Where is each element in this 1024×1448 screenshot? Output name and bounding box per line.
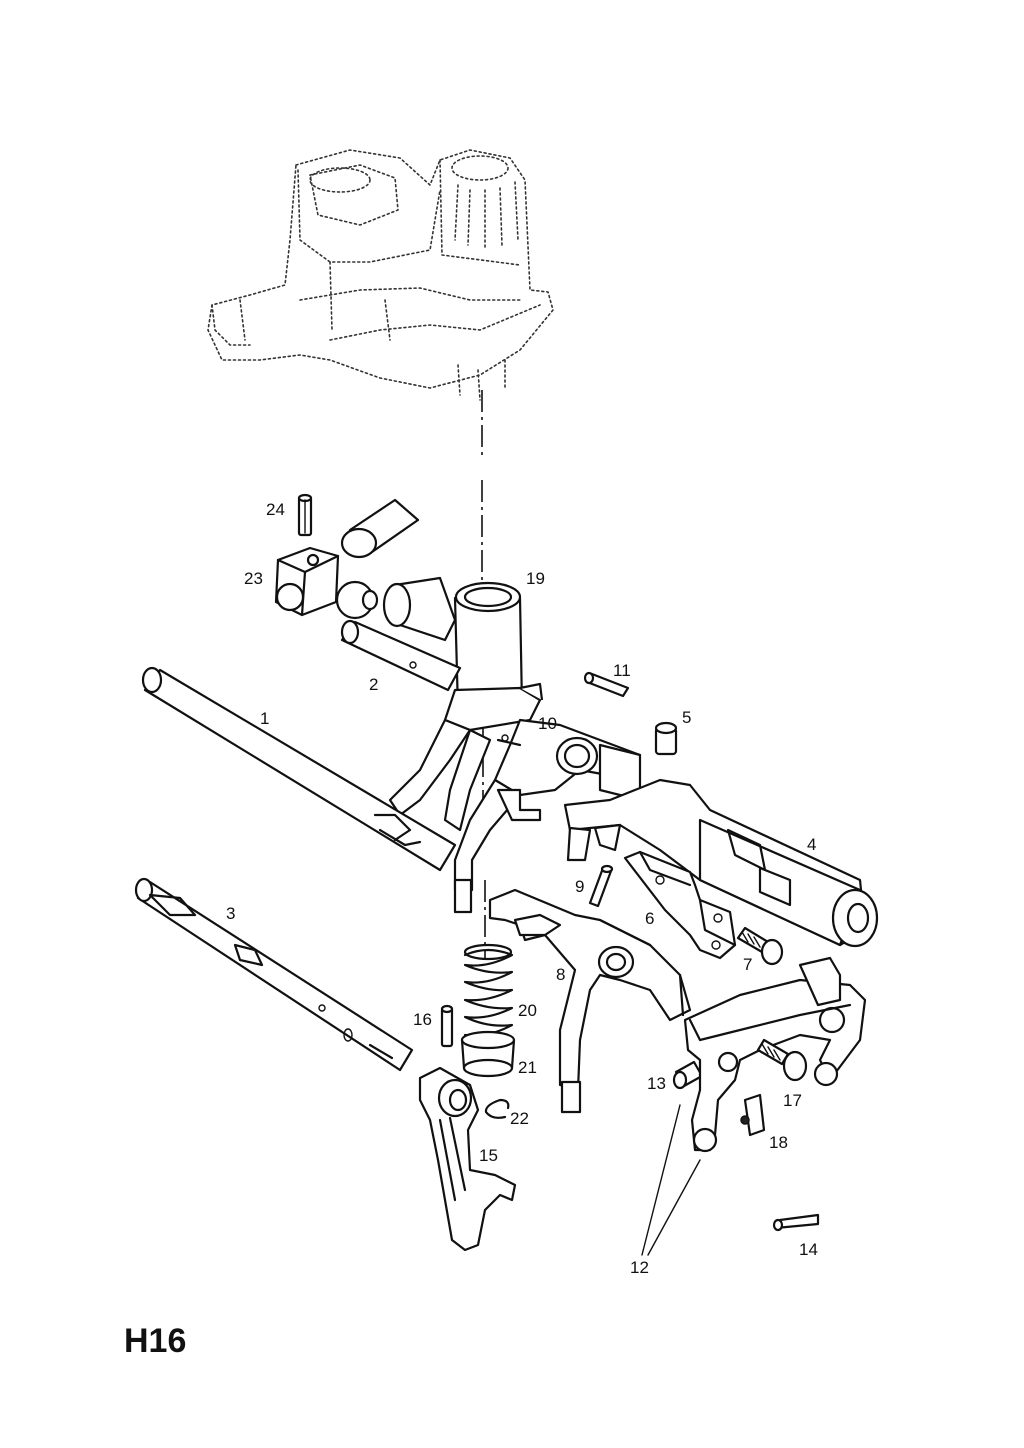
part-10-selector-fork [453,718,642,914]
part-11-pin [583,671,630,698]
part-3-shaft [134,877,414,1072]
part-9-pin [588,864,614,908]
callout-14: 14 [799,1240,818,1259]
part-1-shaft [141,666,457,872]
part-20-spring [463,943,514,1044]
part-23-selector-block [274,546,379,620]
callout-23: 23 [244,569,263,588]
part-14-pin [772,1213,820,1232]
callout-21: 21 [518,1058,537,1077]
part-15-selector-fork [418,1066,517,1252]
part-5-sleeve [654,721,678,756]
callout-labels: 1 2 3 4 5 6 7 8 9 10 11 12 13 14 15 16 1… [226,500,818,1277]
callout-6: 6 [645,909,654,928]
callout-9: 9 [575,877,584,896]
part-21-cup [460,1030,516,1078]
callout-1: 1 [260,709,269,728]
gearbox-housing-ghost [207,149,554,401]
callout-12-leaders [641,1104,701,1256]
part-18-plate [740,1093,766,1137]
part-2-shaft [340,619,462,692]
part-8-selector-fork [488,888,692,1114]
callout-24: 24 [266,500,285,519]
part-13-sleeve [672,1060,704,1090]
callout-7: 7 [743,955,752,974]
callout-4: 4 [807,835,816,854]
callout-8: 8 [556,965,565,984]
part-19-selector-lever [382,576,544,832]
callout-18: 18 [769,1133,788,1152]
callout-5: 5 [682,708,691,727]
callout-22: 22 [510,1109,529,1128]
callout-12: 12 [630,1258,649,1277]
part-22-circlip [484,1098,510,1119]
callout-11: 11 [613,661,631,680]
page-code-label: H16 [124,1322,187,1360]
callout-3: 3 [226,904,235,923]
callout-15: 15 [479,1146,498,1165]
callout-20: 20 [518,1001,537,1020]
part-16-pin [440,1004,454,1048]
callout-13: 13 [647,1074,666,1093]
callout-17: 17 [783,1091,802,1110]
part-4-selector-fork [563,778,879,948]
part-6-interlock-plate [623,850,737,960]
callout-19: 19 [526,569,545,588]
callout-10: 10 [538,714,557,733]
part-12-bracket-assembly [683,956,867,1153]
part-24-pin [297,493,313,537]
callout-2: 2 [369,675,378,694]
part-17-bolt [756,1038,808,1082]
assembly-axis-line [481,390,486,960]
part-7-bolt [736,926,784,966]
callout-16: 16 [413,1010,432,1029]
shaft-stub-top [340,498,420,559]
